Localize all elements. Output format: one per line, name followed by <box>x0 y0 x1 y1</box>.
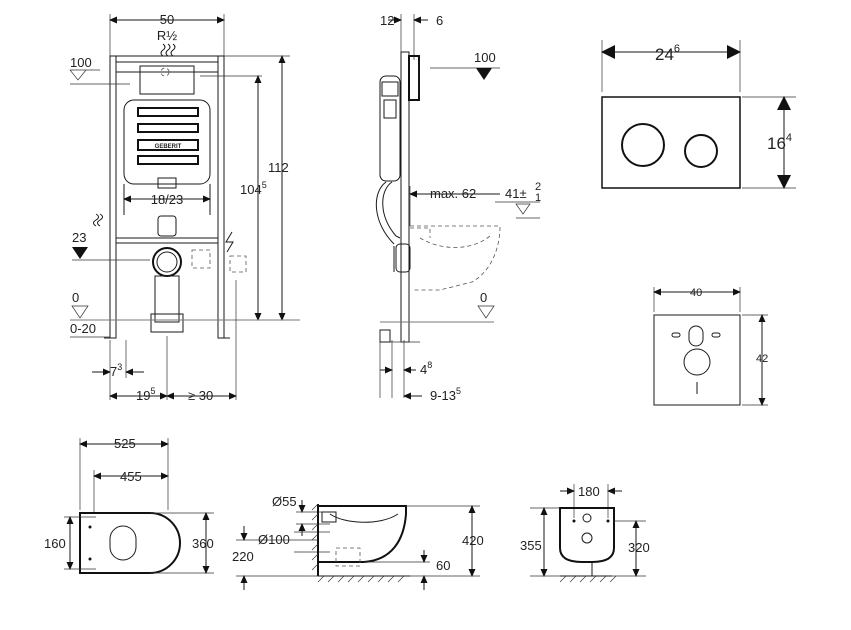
bowl-top-view: 525 455 160 360 <box>44 436 214 574</box>
front-level-100: 100 <box>70 55 92 70</box>
front-level-0: 0 <box>72 290 79 305</box>
outlet-diameter: Ø100 <box>258 532 290 547</box>
bowl-outline-side <box>318 505 407 563</box>
front-level-23: 23 <box>72 230 86 245</box>
side-level-0: 0 <box>480 290 487 305</box>
bowl-length: 525 <box>114 436 136 451</box>
flush-plate: 246 164 <box>601 40 796 189</box>
pan-height-label: 41± <box>505 186 527 201</box>
flush-plate-body <box>601 96 741 189</box>
frame-right-rail <box>217 55 225 339</box>
bowl-outline-top <box>79 512 181 574</box>
front-view-frame: 50 R½ GEBERIT 18/23 <box>69 12 300 403</box>
bowl-fix-spacing: 160 <box>44 536 66 551</box>
side-depth-a: 12 <box>380 13 394 28</box>
mat-height: 42 <box>756 353 768 365</box>
side-base-depth: 48 <box>420 360 432 377</box>
rear-fix-width: 180 <box>578 484 600 499</box>
side-frame-post <box>400 51 410 343</box>
plate-height: 164 <box>767 132 792 153</box>
outlet-height: 220 <box>232 549 254 564</box>
front-height-total: 112 <box>268 160 289 175</box>
side-level-100: 100 <box>474 50 496 65</box>
side-clearance: ≥ 30 <box>188 388 213 403</box>
bowl-height: 420 <box>462 533 484 548</box>
max-projection-label: max. 62 <box>430 186 476 201</box>
side-depth-b: 6 <box>436 13 443 28</box>
rear-height-a: 355 <box>520 538 542 553</box>
front-floor-range: 0-20 <box>70 321 96 336</box>
front-height-mount: 1045 <box>240 180 267 197</box>
offset-center: 195 <box>136 386 155 403</box>
frame-left-rail <box>109 55 117 339</box>
wc-bowl-outline <box>410 225 501 291</box>
mat-body <box>653 314 741 406</box>
pan-tol-plus: 2 <box>535 181 541 193</box>
brand-label: GEBERIT <box>155 144 182 150</box>
connection-label: R½ <box>157 28 177 43</box>
inlet-diameter: Ø55 <box>272 494 297 509</box>
rear-height-b: 320 <box>628 540 650 555</box>
bowl-inner-length: 455 <box>120 469 142 484</box>
inner-width-label: 18/23 <box>151 192 184 207</box>
full-flush-button <box>621 123 665 167</box>
bowl-width: 360 <box>192 536 214 551</box>
bowl-outline-rear <box>559 507 615 563</box>
sound-insulation-mat: 40 42 <box>653 287 768 406</box>
floor-gap: 60 <box>436 558 450 573</box>
side-view-frame: 12 6 max. 62 41± 2 1 100 0 <box>375 13 541 403</box>
offset-small: 73 <box>110 362 122 379</box>
half-flush-button <box>684 134 718 168</box>
pan-tol-minus: 1 <box>535 192 541 204</box>
front-width-label: 50 <box>160 12 174 27</box>
mat-width: 40 <box>690 287 702 299</box>
power-icon <box>225 231 234 253</box>
cistern <box>123 99 211 185</box>
side-base-range: 9-135 <box>430 386 461 403</box>
plate-width: 246 <box>655 43 680 64</box>
water-supply-icon <box>160 43 176 57</box>
bowl-side-view: Ø55 Ø100 220 420 60 <box>232 494 484 590</box>
water-icon <box>93 213 103 227</box>
bowl-rear-view: 180 355 320 <box>520 484 650 583</box>
